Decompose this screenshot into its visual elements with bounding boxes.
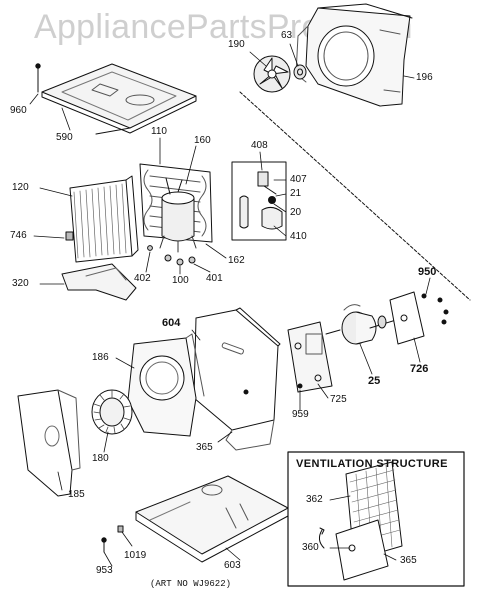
- callout-label: 196: [416, 72, 433, 83]
- compressor-part: [159, 177, 197, 253]
- base-screw-part: [101, 525, 124, 553]
- bracket-screw-part: [297, 293, 449, 389]
- fan-motor-mount-part: [287, 321, 333, 393]
- vent-damper-part: [318, 519, 389, 581]
- motor-bracket-part: [389, 291, 425, 345]
- top-cover-part: [41, 63, 197, 135]
- callout-label: 190: [228, 39, 245, 50]
- callout-label: 21: [290, 188, 302, 199]
- base-pan-part: [135, 475, 289, 563]
- callout-label: 746: [10, 230, 27, 241]
- callout-label: 590: [56, 132, 73, 143]
- blower-wheel-part: [91, 389, 133, 435]
- fan-motor-part: [325, 304, 397, 345]
- leader-line: [239, 91, 471, 301]
- callout-label: 953: [96, 565, 113, 576]
- callout-label: 950: [418, 266, 437, 278]
- leader-lines: [29, 43, 431, 567]
- art-number: (ART NO WJ9622): [150, 579, 232, 589]
- callout-label: 185: [68, 489, 85, 500]
- callout-label: 360: [302, 542, 319, 553]
- callout-label: 603: [224, 560, 241, 571]
- callout-label: 365: [400, 555, 417, 566]
- callout-label: 725: [330, 394, 347, 405]
- inset-title: VENTILATION STRUCTURE: [296, 458, 448, 470]
- callout-label: 25: [368, 375, 381, 387]
- callout-label: 63: [281, 30, 293, 41]
- callout-label: 320: [12, 278, 29, 289]
- callout-label: 604: [162, 317, 181, 329]
- callout-label: 408: [251, 140, 268, 151]
- callout-label: 402: [134, 273, 151, 284]
- callout-label: 407: [290, 174, 307, 185]
- callout-label: 362: [306, 494, 323, 505]
- callout-label: 100: [172, 275, 189, 286]
- fan-shroud-part: [295, 3, 413, 107]
- callout-label: 186: [92, 352, 109, 363]
- callout-label: 110: [151, 126, 167, 137]
- motor-coupling-part: [377, 315, 387, 329]
- clip-part: [65, 231, 74, 241]
- callout-label: 365: [196, 442, 213, 453]
- callout-label: 1019: [124, 550, 147, 561]
- callout-label: 960: [10, 105, 27, 116]
- fan-blade-part: [253, 55, 291, 93]
- blower-scroll-part: [127, 333, 205, 437]
- callout-label: 410: [290, 231, 307, 242]
- condenser-coil-part: [69, 175, 139, 263]
- partition-panel-part: [193, 307, 281, 451]
- callout-label: 959: [292, 409, 309, 420]
- air-guide-part: [17, 389, 81, 497]
- callout-label: 120: [12, 182, 29, 193]
- screw-part: [35, 63, 41, 93]
- callout-label: 726: [410, 363, 429, 375]
- control-box-part: [231, 161, 287, 241]
- callout-label: 162: [228, 255, 245, 266]
- callout-label: 401: [206, 273, 223, 284]
- drain-pan-bracket-part: [61, 263, 137, 301]
- fan-nut-part: [293, 64, 307, 80]
- ventilation-inset-frame: [287, 451, 465, 587]
- callout-label: 180: [92, 453, 109, 464]
- callout-label: 160: [194, 135, 211, 146]
- grommet-part: [147, 245, 196, 266]
- callout-label: 20: [290, 207, 302, 218]
